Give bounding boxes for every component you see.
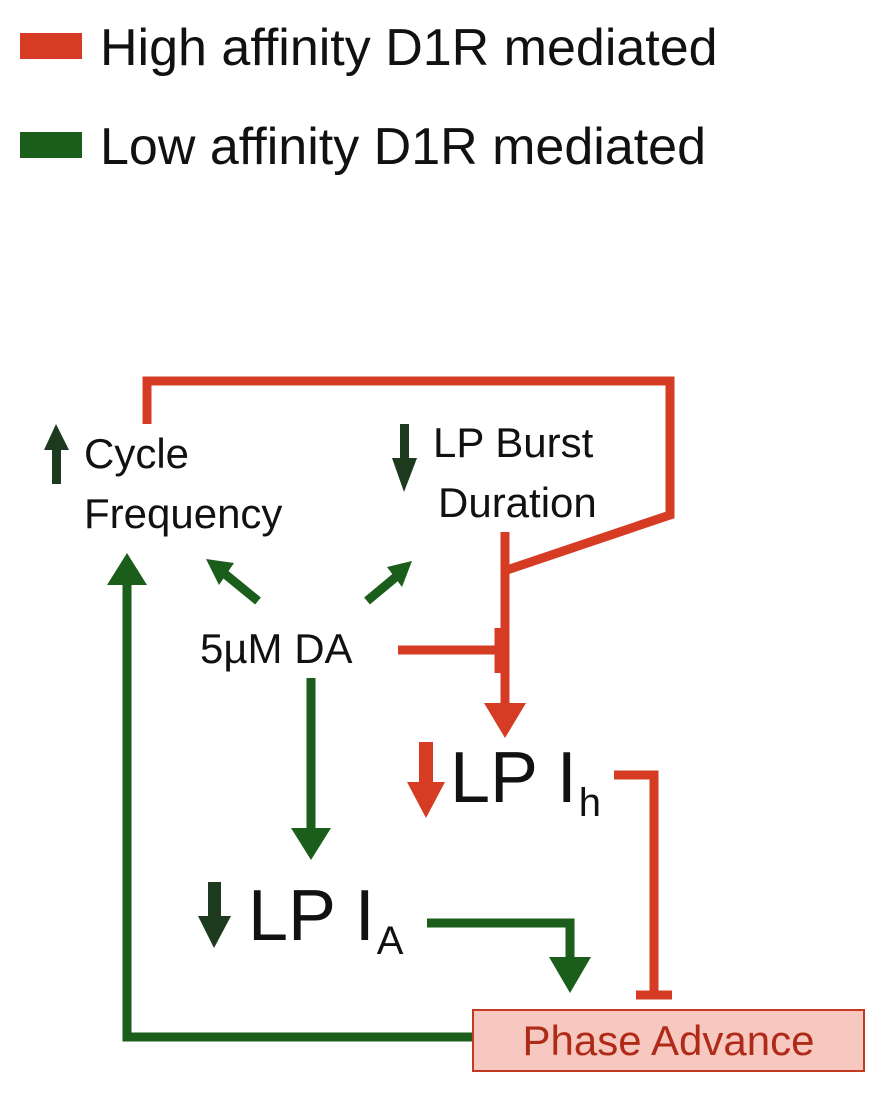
green-connector-ia-to-phase (427, 918, 575, 960)
up-arrow-cycle-head (44, 424, 69, 450)
down-arrow-ia-head (198, 916, 231, 948)
node-lp-ih-label: LP I (450, 738, 577, 818)
node-cycle-frequency-line1: Cycle (84, 430, 190, 477)
legend-swatch-low-affinity (20, 132, 82, 158)
node-lp-ih: LP Ih (450, 742, 601, 823)
down-arrow-ih-head (407, 782, 445, 818)
green-arrowhead-da-to-cycle (206, 559, 234, 585)
down-arrow-ia-shaft (208, 882, 221, 922)
node-lp-ia-label: LP I (248, 876, 375, 956)
node-burst-duration-line1: LP Burst (433, 419, 594, 466)
red-connector-ih-to-phase (614, 770, 659, 995)
green-arrowhead-da-to-burst (387, 561, 412, 587)
node-burst-duration-line2: Duration (438, 479, 597, 526)
node-lp-ia: LP IA (248, 880, 403, 961)
node-da: 5µM DA (200, 625, 353, 672)
green-arrow-da-to-burst-shaft (364, 572, 400, 605)
down-arrow-burst-shaft (400, 424, 409, 464)
green-connector-phase-to-cycle (122, 582, 472, 1042)
up-arrow-cycle-shaft (52, 444, 61, 484)
node-lp-ia-subscript: A (376, 919, 404, 963)
red-arrowhead-to-ih (484, 703, 526, 738)
green-arrowhead-to-ia (291, 828, 331, 860)
node-phase-advance-label: Phase Advance (522, 1016, 815, 1064)
node-lp-ih-subscript: h (578, 781, 602, 825)
down-arrow-burst-head (392, 458, 417, 492)
legend-swatch-high-affinity (20, 33, 82, 59)
down-arrow-ih-shaft (419, 742, 433, 788)
green-arrowhead-to-phase (549, 957, 591, 993)
node-phase-advance: Phase Advance (472, 1009, 865, 1072)
green-arrowhead-to-cycle (107, 553, 147, 585)
legend-label-low-affinity: Low affinity D1R mediated (100, 118, 707, 176)
green-arrow-da-to-cycle-shaft (222, 570, 261, 605)
legend-label-high-affinity: High affinity D1R mediated (100, 19, 718, 77)
node-cycle-frequency-line2: Frequency (84, 490, 283, 537)
red-connector-cycle-to-ih (142, 376, 675, 575)
